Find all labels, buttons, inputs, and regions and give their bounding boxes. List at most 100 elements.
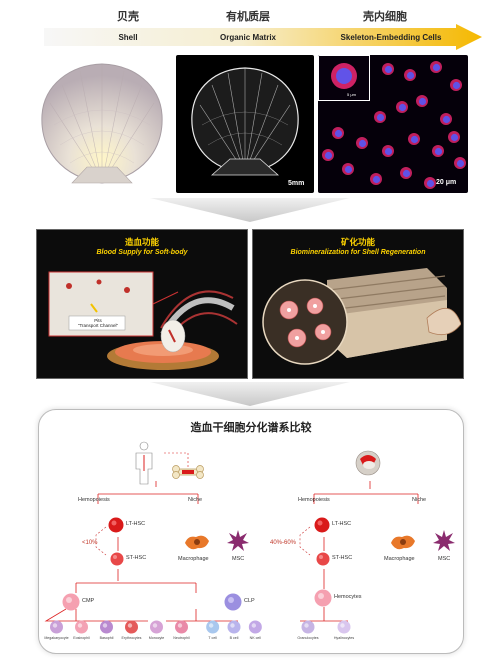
cell-highlight [52, 623, 58, 628]
fluorescent-nucleus [434, 147, 443, 156]
fluorescent-nucleus [456, 159, 465, 168]
left-st-hsc-cell [110, 552, 124, 566]
left-niche-label: Niche [188, 497, 203, 503]
fluorescent-nucleus [398, 103, 407, 112]
stage-cells-cn: 壳内细胞 [363, 10, 407, 23]
fluorescent-nucleus [418, 97, 427, 106]
cell-label-granulocytes: Granulocytes [297, 636, 319, 640]
fluorescent-nucleus [384, 147, 393, 156]
cell-highlight [304, 623, 309, 628]
lymphoid-cells-row: T cell B cell NK cell [202, 619, 266, 649]
fluorescent-nucleus [406, 71, 415, 80]
embedded-cells-image: 5 μm 20 μm [318, 55, 468, 193]
fluorescent-nucleus [344, 165, 353, 174]
cell-label-neutrophil: Neutrophil [173, 636, 190, 640]
biomineralization-illustration [262, 268, 461, 365]
fluorescent-nucleus [334, 129, 343, 138]
fluorescent-nucleus [426, 179, 435, 188]
cells-scale-bar: 20 μm [436, 179, 457, 186]
right-st-hsc-cell [316, 552, 330, 566]
fluorescent-nucleus [442, 115, 451, 124]
cell-label-b-cell: B cell [229, 636, 239, 640]
cell-highlight [340, 623, 345, 628]
blood-supply-panel: 造血功能 Blood Supply for Soft-body Pits "Tr… [36, 229, 248, 379]
cell-label-nk-cell: NK cell [249, 636, 262, 640]
right-st-hsc-label: ST-HSC [332, 555, 353, 561]
progression-arrow [44, 24, 482, 50]
blood-supply-title-en: Blood Supply for Soft-body [96, 249, 188, 256]
cell-label-eosinophil: Eosinophil [73, 636, 90, 640]
hemocyte-types-row: Granulocytes Hyalinocytes [290, 619, 362, 649]
lineage-comparison-title: 造血干细胞分化谱系比较 [190, 421, 312, 434]
fluorescent-nucleus [450, 133, 459, 142]
left-clp-cell [224, 593, 242, 611]
cell-label-monocyte: Monocyte [148, 636, 165, 640]
stage-matrix-en: Organic Matrix [219, 33, 276, 42]
left-percent-label: <10% [82, 540, 98, 546]
fluorescent-nucleus [324, 151, 333, 160]
left-lt-hsc-label: LT-HSC [126, 521, 146, 527]
right-msc-icon [433, 530, 455, 551]
right-lt-hsc-cell [314, 517, 330, 533]
cell-highlight [152, 623, 158, 628]
right-percent-label: 40%-60% [270, 540, 297, 546]
right-macrophage-label: Macrophage [384, 556, 415, 562]
biomineralization-title-en: Biomineralization for Shell Regeneration [290, 249, 426, 256]
transport-channel-label: "Transport Channel" [77, 323, 119, 328]
stage-shell-en: Shell [118, 33, 138, 42]
left-clp-label: CLP [244, 598, 255, 604]
left-msc-label: MSC [232, 556, 245, 562]
blood-supply-illustration [48, 271, 238, 370]
fluorescent-nucleus [372, 175, 381, 184]
cell-highlight [127, 623, 133, 628]
cells-inset: 5 μm [318, 55, 370, 101]
inset-scale-bar: 5 μm [347, 92, 356, 97]
fluorescent-nucleus [432, 63, 441, 72]
cell-highlight [177, 623, 183, 628]
cell-label-basophil: Basophil [99, 636, 114, 640]
left-hemopoiesis-label: Hemopoiesis [78, 497, 110, 503]
cell-highlight [77, 623, 83, 628]
left-macrophage-icon [185, 535, 209, 550]
right-lt-hsc-label: LT-HSC [332, 521, 352, 527]
blood-supply-title-cn: 造血功能 [124, 238, 159, 248]
fluorescent-nucleus [358, 139, 367, 148]
left-lt-hsc-cell [108, 517, 124, 533]
cell-highlight [102, 623, 108, 628]
left-macrophage-label: Macrophage [178, 556, 209, 562]
fluorescent-nucleus [384, 65, 393, 74]
left-cmp-cell [62, 593, 80, 611]
biomineralization-panel: 矿化功能 Biomineralization for Shell Regener… [252, 229, 464, 379]
stage-cells-en: Skeleton-Embedding Cells [340, 33, 442, 42]
human-figure-icon [135, 441, 153, 485]
cell-label-t-cell: T cell [208, 636, 217, 640]
right-msc-label: MSC [438, 556, 451, 562]
fluorescent-nucleus [376, 113, 385, 122]
right-hemopoiesis-label: Hemopoiesis [298, 497, 330, 503]
left-st-hsc-label: ST-HSC [126, 555, 147, 561]
matrix-scale-bar: 5mm [288, 180, 305, 187]
organic-matrix-image: 5mm [176, 55, 314, 193]
fluorescent-nucleus [402, 169, 411, 178]
lineage-comparison-box [38, 409, 464, 654]
right-macrophage-icon [391, 535, 415, 550]
fluorescent-nucleus [452, 81, 461, 90]
stage-matrix-cn: 有机质层 [226, 10, 270, 23]
right-hemocytes-cell [314, 589, 332, 607]
down-arrow-1 [150, 198, 350, 222]
cell-highlight [208, 623, 214, 628]
cell-label-erythrocytes: Erythrocytes [121, 636, 142, 640]
cell-label-hyalinocytes: Hyalinocytes [333, 636, 355, 640]
cell-highlight [230, 623, 235, 628]
scallop-icon [355, 450, 381, 476]
left-cmp-label: CMP [82, 598, 95, 604]
stage-shell-cn: 贝壳 [117, 10, 139, 23]
right-hemocytes-label: Hemocytes [334, 594, 362, 600]
pits-label: Pits [94, 318, 102, 323]
right-niche-label: Niche [412, 497, 427, 503]
left-msc-icon [227, 530, 249, 551]
bone-icon [172, 465, 204, 479]
scallop-shell-image [41, 63, 163, 184]
fluorescent-nucleus [410, 135, 419, 144]
biomineralization-title-cn: 矿化功能 [340, 238, 375, 248]
